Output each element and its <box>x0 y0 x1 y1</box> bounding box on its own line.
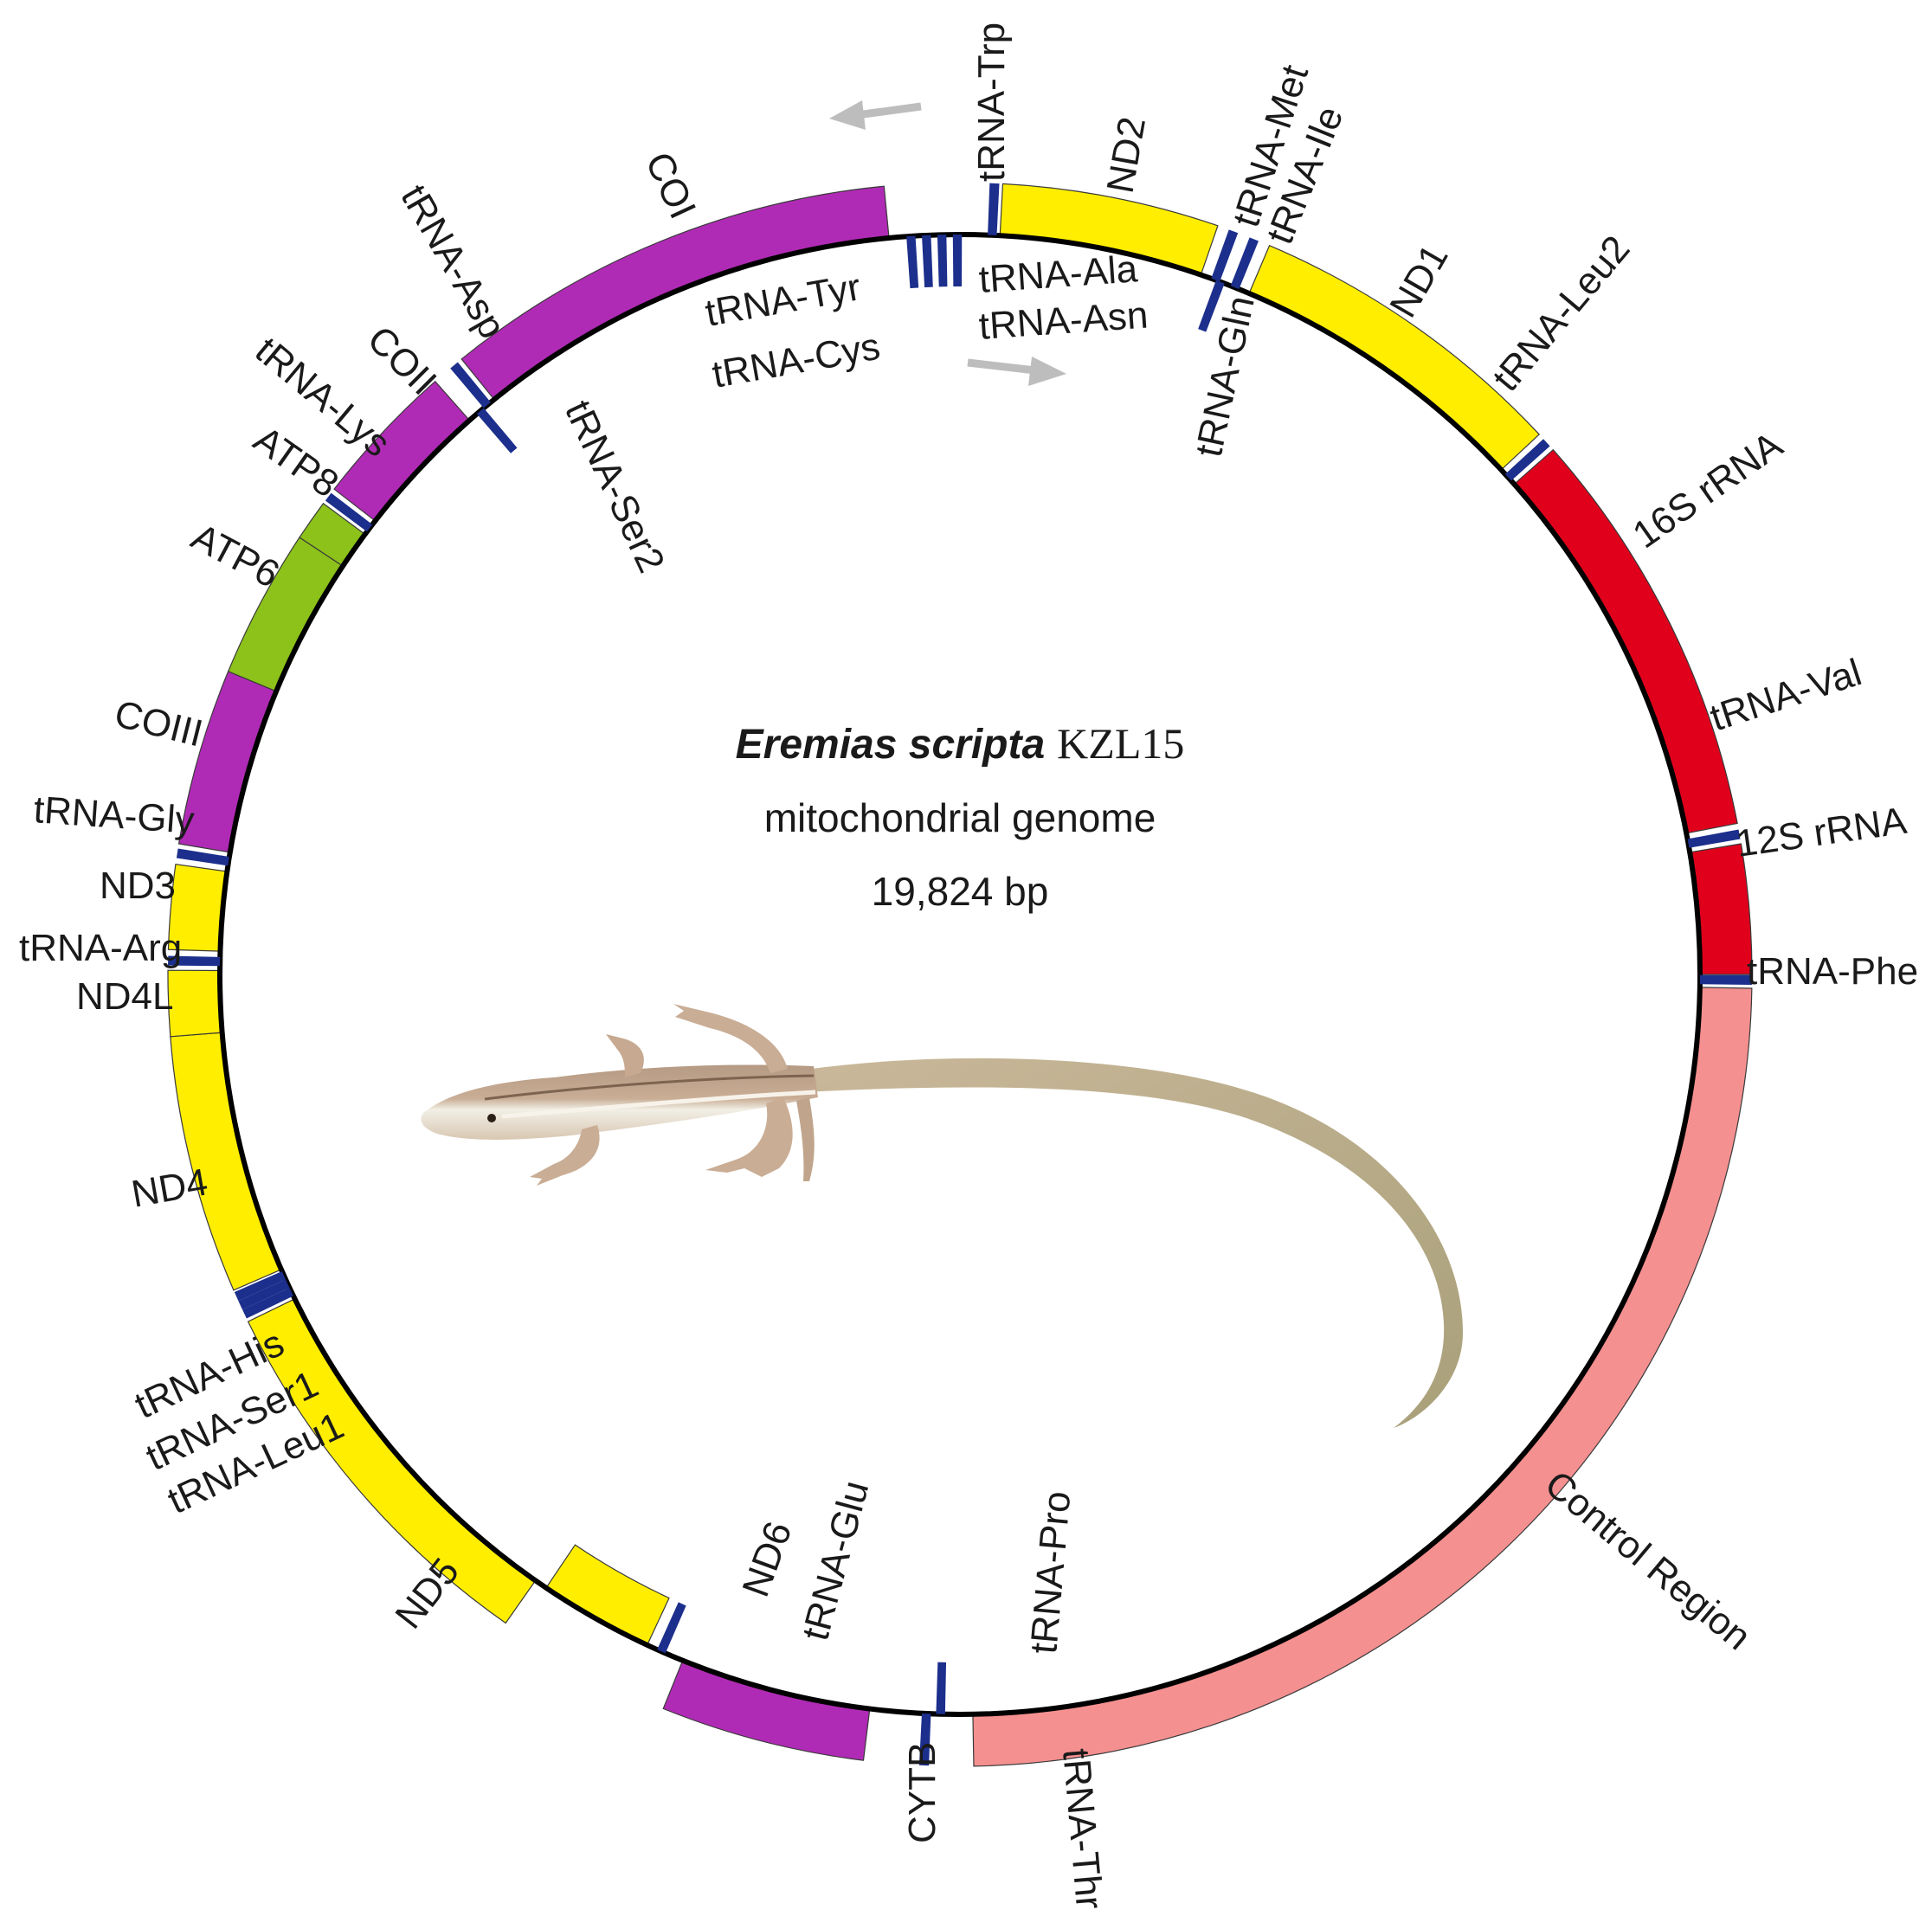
label-trna-leu2: tRNA-Leu2 <box>1484 228 1638 399</box>
gene-nd6 <box>545 1544 670 1646</box>
label-trna-glu: tRNA-Glu <box>794 1476 877 1645</box>
gene-ring <box>167 183 1753 1767</box>
label-12s-rrna: 12S rRNA <box>1734 800 1910 865</box>
label-nd6: ND6 <box>734 1516 800 1602</box>
label-trna-phe: tRNA-Phe <box>1747 950 1918 993</box>
label-trna-gly: tRNA-Gly <box>32 788 196 842</box>
marker-trna-glu <box>657 1602 686 1654</box>
marker-trna-his <box>234 1270 287 1302</box>
genome-backbone <box>217 232 1703 1717</box>
marker-trna-thr <box>918 1713 931 1766</box>
marker-trna-val <box>1687 829 1741 848</box>
marker-trna-leu1 <box>242 1288 293 1319</box>
label-trna-asn: tRNA-Asn <box>977 293 1150 348</box>
marker-trna-tyr <box>952 234 963 287</box>
marker-trna-cys <box>937 235 948 287</box>
label-coi: COI <box>637 146 704 226</box>
label-trna-tyr: tRNA-Tyr <box>702 266 864 335</box>
gene-cytb <box>662 1659 871 1761</box>
marker-trna-phe <box>1699 974 1752 985</box>
label-trna-gln: tRNA-Gln <box>1188 293 1263 460</box>
label-trna-trp: tRNA-Trp <box>970 23 1013 182</box>
genome-subtitle: mitochondrial genome <box>764 795 1156 840</box>
label-cytb: CYTB <box>901 1742 943 1843</box>
marker-trna-arg <box>168 955 221 967</box>
gene-nd4l <box>167 969 223 1038</box>
marker-trna-lys <box>325 492 373 532</box>
gene-labels: tRNA-Trp ND2 tRNA-Met tRNA-Ile ND1 tRNA-… <box>19 23 1918 1911</box>
label-nd2: ND2 <box>1099 114 1155 196</box>
label-atp6: ATP6 <box>184 516 286 596</box>
forward-strand-arrow-icon <box>967 357 1066 386</box>
reverse-strand-arrow-icon <box>829 100 922 130</box>
genome-length: 19,824 bp <box>872 869 1049 914</box>
marker-trna-ile <box>1230 237 1259 290</box>
label-trna-asp: tRNA-Asp <box>392 178 513 346</box>
lizard-photo <box>421 1004 1463 1428</box>
marker-trna-met <box>1211 229 1239 282</box>
label-trna-thr: tRNA-Thr <box>1054 1747 1111 1911</box>
marker-trna-ala <box>906 235 919 289</box>
marker-trna-gln <box>1198 280 1225 332</box>
label-16s-rrna: 16S rRNA <box>1626 423 1791 556</box>
trna-markers <box>168 183 1752 1766</box>
label-trna-arg: tRNA-Arg <box>19 927 182 969</box>
label-trna-val: tRNA-Val <box>1705 651 1866 739</box>
label-control-region: Control Region <box>1537 1463 1759 1658</box>
label-nd3: ND3 <box>100 865 176 907</box>
gene-control-region <box>972 987 1753 1767</box>
label-nd4: ND4 <box>128 1161 210 1216</box>
label-trna-ser2: tRNA-Ser2 <box>557 395 673 579</box>
label-trna-pro: tRNA-Pro <box>1022 1489 1079 1656</box>
label-trna-cys: tRNA-Cys <box>709 325 883 396</box>
marker-trna-ser2 <box>476 408 518 453</box>
marker-trna-asp <box>450 362 491 408</box>
label-coiii: COIII <box>111 692 207 755</box>
label-trna-ala: tRNA-Ala <box>977 248 1139 301</box>
marker-trna-gly <box>176 848 229 866</box>
marker-trna-trp <box>988 183 1000 236</box>
label-nd4l: ND4L <box>76 975 174 1018</box>
marker-trna-pro <box>936 1662 947 1714</box>
marker-trna-leu2 <box>1504 439 1550 481</box>
marker-trna-ser1 <box>238 1279 290 1310</box>
marker-trna-asn <box>921 235 933 288</box>
